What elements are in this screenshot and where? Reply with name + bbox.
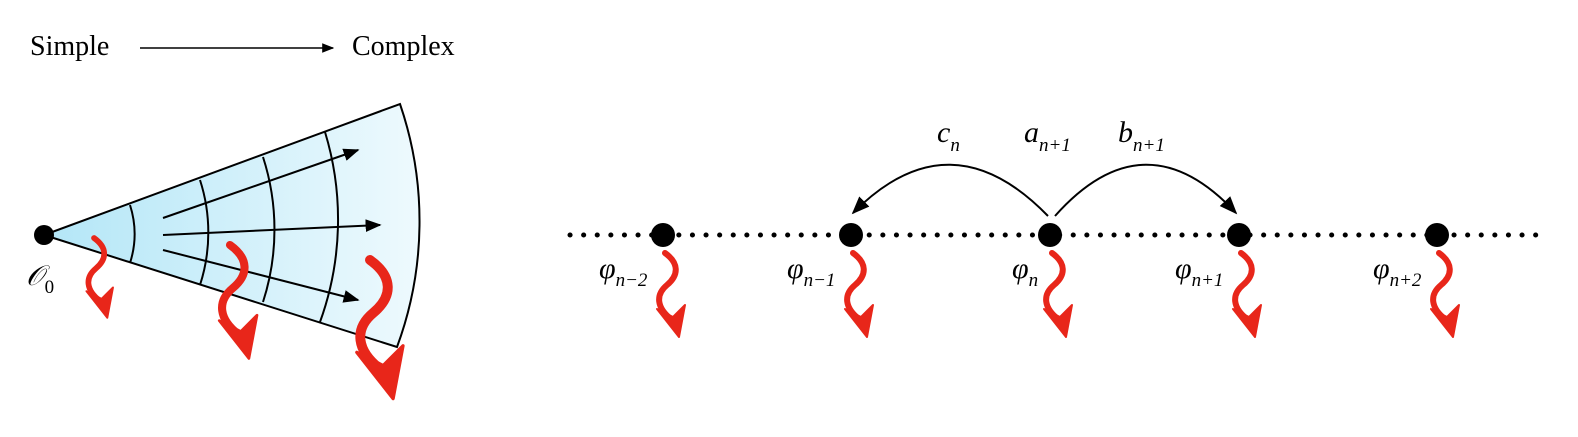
cone-sector	[40, 102, 421, 349]
node-leak-arrow	[1043, 250, 1073, 338]
chain-node-dot	[1038, 223, 1062, 247]
chain-node-dot	[1425, 223, 1449, 247]
growth-arrow-lower	[162, 249, 360, 303]
simple-label: Simple	[30, 31, 109, 62]
growth-arrow-upper	[162, 148, 360, 219]
hop-center-label: an+1	[1024, 116, 1071, 156]
origin-label: 𝒪0	[26, 261, 54, 298]
complexity-header: Simple Complex	[30, 31, 455, 62]
node-leak-arrow	[656, 250, 686, 338]
node-leak-arrow	[1430, 250, 1460, 338]
chain-node: φn+2	[1373, 223, 1449, 291]
chain-node: φn−2	[599, 223, 675, 291]
chain-node: φn−1	[787, 223, 863, 291]
chain-node: φn+1	[1175, 223, 1251, 291]
origin-node	[34, 225, 54, 245]
hop-left-label: cn	[937, 116, 960, 156]
chain-node-dot	[651, 223, 675, 247]
hop-right-label: bn+1	[1118, 116, 1165, 156]
chain-node-label: φn−2	[599, 252, 648, 291]
node-leak-arrow	[844, 250, 874, 338]
chain-node-label: φn	[1012, 252, 1038, 291]
hop-arrow-right	[1054, 163, 1238, 217]
leak-arrow-medium	[217, 240, 259, 360]
chain-node-label: φn−1	[787, 252, 835, 291]
krylov-chain: φn−2 φn−1 φn φn+1 φn+2 cn an+1 bn+1	[567, 116, 1551, 338]
hop-arrow-left	[851, 163, 1049, 217]
chain-node-label: φn+1	[1175, 252, 1223, 291]
chain-node-dot	[1227, 223, 1251, 247]
wavefront-1	[129, 204, 136, 264]
cone-leak-arrows	[85, 235, 405, 401]
chain-node-dot	[839, 223, 863, 247]
leak-arrow-small	[85, 235, 114, 319]
chain-node: φn	[1012, 223, 1062, 291]
leak-arrow-large	[355, 255, 405, 401]
chain-nodes: φn−2 φn−1 φn φn+1 φn+2	[599, 223, 1460, 338]
complex-label: Complex	[352, 31, 455, 62]
chain-node-label: φn+2	[1373, 252, 1422, 291]
growth-arrow-middle	[162, 219, 382, 236]
node-leak-arrow	[1232, 250, 1262, 338]
